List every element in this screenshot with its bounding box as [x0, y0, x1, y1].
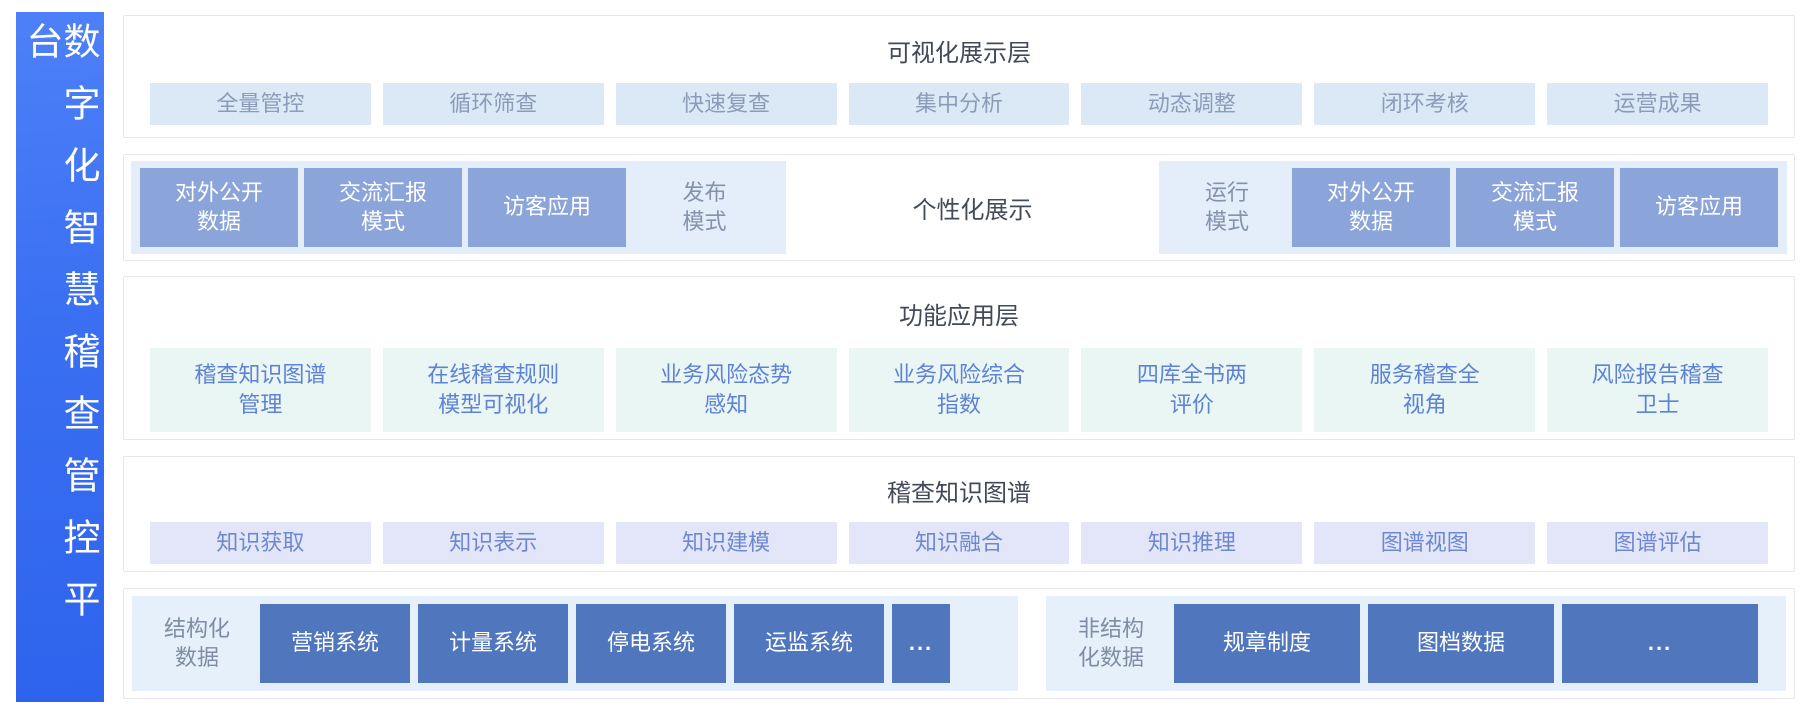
unstructured-data-box: 图档数据 [1368, 604, 1554, 683]
layer-display-modes: 对外公开 数据 交流汇报 模式 访客应用 发布 模式 个性化展示 运行 模式 对… [123, 154, 1795, 261]
knowledge-graph-item: 图谱评估 [1547, 522, 1769, 564]
knowledge-graph-item: 图谱视图 [1314, 522, 1536, 564]
knowledge-graph-item: 知识融合 [848, 522, 1070, 564]
platform-banner: 数字化智慧稽查管控平台 [16, 12, 104, 702]
function-item: 业务风险综合 指数 [848, 348, 1070, 432]
structured-system-box: 营销系统 [260, 604, 410, 683]
knowledge-graph-items: 知识获取 知识表示 知识建模 知识融合 知识推理 图谱视图 图谱评估 [124, 522, 1794, 564]
layer-visualization: 可视化展示层 全量管控 循环筛查 快速复查 集中分析 动态调整 闭环考核 运营成… [123, 15, 1795, 138]
structured-data-label: 结构化 数据 [163, 615, 230, 670]
visualization-item: 动态调整 [1081, 83, 1303, 125]
visualization-item: 全量管控 [150, 83, 371, 125]
knowledge-graph-item: 知识建模 [615, 522, 837, 564]
visualization-items: 全量管控 循环筛查 快速复查 集中分析 动态调整 闭环考核 运营成果 [124, 83, 1794, 125]
personalized-display-label: 个性化展示 [912, 197, 1033, 224]
structured-data-panel: 结构化 数据 营销系统 计量系统 停电系统 运监系统 ... [132, 596, 1018, 691]
layer-visualization-title: 可视化展示层 [887, 40, 1031, 67]
run-mode-panel: 运行 模式 对外公开 数据 交流汇报 模式 访客应用 [1159, 161, 1787, 254]
layer-data-sources: 结构化 数据 营销系统 计量系统 停电系统 运监系统 ... 非结构 化数据 规… [123, 588, 1795, 699]
structured-system-box: 运监系统 [734, 604, 884, 683]
function-items: 稽查知识图谱 管理 在线稽查规则 模型可视化 业务风险态势 感知 业务风险综合 … [124, 348, 1794, 432]
platform-title: 数字化智慧稽查管控平台 [21, 22, 99, 642]
visualization-item: 循环筛查 [382, 83, 604, 125]
publish-mode-box: 对外公开 数据 [140, 168, 298, 247]
structured-system-box: 计量系统 [418, 604, 568, 683]
visualization-item: 快速复查 [615, 83, 837, 125]
function-item: 稽查知识图谱 管理 [150, 348, 371, 432]
publish-mode-box: 访客应用 [468, 168, 626, 247]
visualization-item: 集中分析 [848, 83, 1070, 125]
layer-knowledge-graph: 稽查知识图谱 知识获取 知识表示 知识建模 知识融合 知识推理 图谱视图 图谱评… [123, 456, 1795, 572]
unstructured-data-label: 非结构 化数据 [1077, 615, 1144, 670]
visualization-item: 运营成果 [1547, 83, 1769, 125]
layer-knowledge-graph-title: 稽查知识图谱 [887, 480, 1031, 507]
unstructured-data-panel: 非结构 化数据 规章制度 图档数据 ... [1046, 596, 1786, 691]
function-item: 在线稽查规则 模型可视化 [382, 348, 604, 432]
knowledge-graph-item: 知识表示 [382, 522, 604, 564]
function-item: 四库全书两 评价 [1081, 348, 1303, 432]
function-item: 风险报告稽查 卫士 [1547, 348, 1769, 432]
knowledge-graph-item: 知识获取 [150, 522, 371, 564]
layer-function-title: 功能应用层 [899, 303, 1019, 330]
run-mode-box: 访客应用 [1620, 168, 1778, 247]
run-mode-box: 对外公开 数据 [1292, 168, 1450, 247]
publish-mode-panel: 对外公开 数据 交流汇报 模式 访客应用 发布 模式 [131, 161, 786, 254]
structured-system-box: 停电系统 [576, 604, 726, 683]
run-mode-label: 运行 模式 [1204, 179, 1249, 234]
unstructured-more-box: ... [1562, 604, 1758, 683]
run-mode-box: 交流汇报 模式 [1456, 168, 1614, 247]
visualization-item: 闭环考核 [1314, 83, 1536, 125]
layer-function: 功能应用层 稽查知识图谱 管理 在线稽查规则 模型可视化 业务风险态势 感知 业… [123, 276, 1795, 440]
diagram-main: 可视化展示层 全量管控 循环筛查 快速复查 集中分析 动态调整 闭环考核 运营成… [123, 15, 1795, 699]
function-item: 服务稽查全 视角 [1314, 348, 1536, 432]
publish-mode-box: 交流汇报 模式 [304, 168, 462, 247]
knowledge-graph-item: 知识推理 [1081, 522, 1303, 564]
structured-more-box: ... [892, 604, 950, 683]
publish-mode-label: 发布 模式 [682, 179, 727, 234]
unstructured-data-box: 规章制度 [1174, 604, 1360, 683]
function-item: 业务风险态势 感知 [615, 348, 837, 432]
